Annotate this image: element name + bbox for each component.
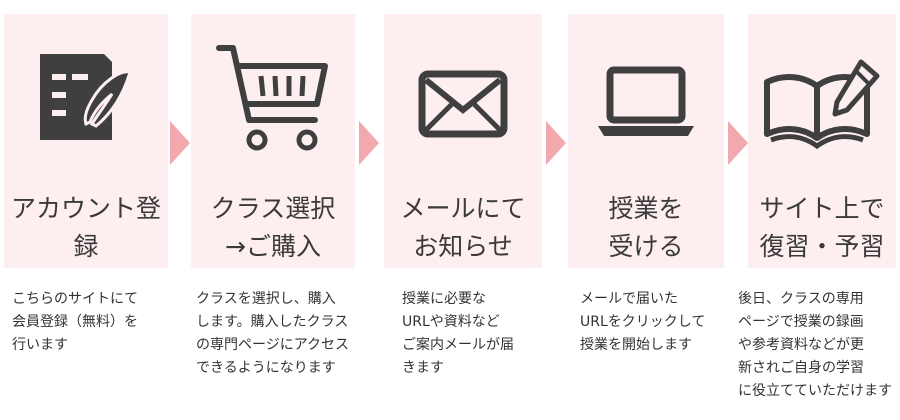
arrow-right-icon	[728, 121, 748, 165]
step-title-5: サイト上で 復習・予習	[759, 194, 885, 261]
step-desc-5: 後日、クラスの専用 ページで授業の録画 や参考資料などが更 新されご自身の学習 …	[738, 291, 892, 399]
book-pencil-icon	[757, 54, 887, 158]
step-card-2: クラス選択 →ご購入	[191, 14, 355, 268]
step-title-4: 授業を 受ける	[608, 194, 684, 261]
document-quill-icon	[26, 42, 146, 156]
step-card-3: メールにて お知らせ	[384, 14, 542, 268]
step-card-5: サイト上で 復習・予習	[748, 14, 896, 268]
laptop-icon	[586, 52, 706, 156]
step-card-1: アカウント登録	[4, 14, 168, 268]
arrow-right-icon	[359, 121, 379, 165]
step-card-4: 授業を 受ける	[568, 14, 724, 268]
arrow-right-icon	[170, 121, 190, 165]
step-desc-2: クラスを選択し、購入 します。購入したクラス の専門ページにアクセス できるよう…	[196, 291, 350, 376]
step-title-1: アカウント登録	[10, 194, 161, 261]
step-title-2: クラス選択 →ご購入	[210, 194, 336, 261]
step-desc-1: こちらのサイトにて 会員登録（無料）を 行います	[12, 291, 138, 353]
envelope-icon	[408, 54, 518, 158]
step-title-3: メールにて お知らせ	[400, 194, 526, 261]
shopping-cart-icon	[213, 42, 333, 156]
arrow-right-icon	[546, 121, 566, 165]
step-desc-3: 授業に必要な URLや資料など ご案内メールが届 きます	[402, 291, 514, 376]
step-desc-4: メールで届いた URLをクリックして 授業を開始します	[580, 291, 706, 353]
